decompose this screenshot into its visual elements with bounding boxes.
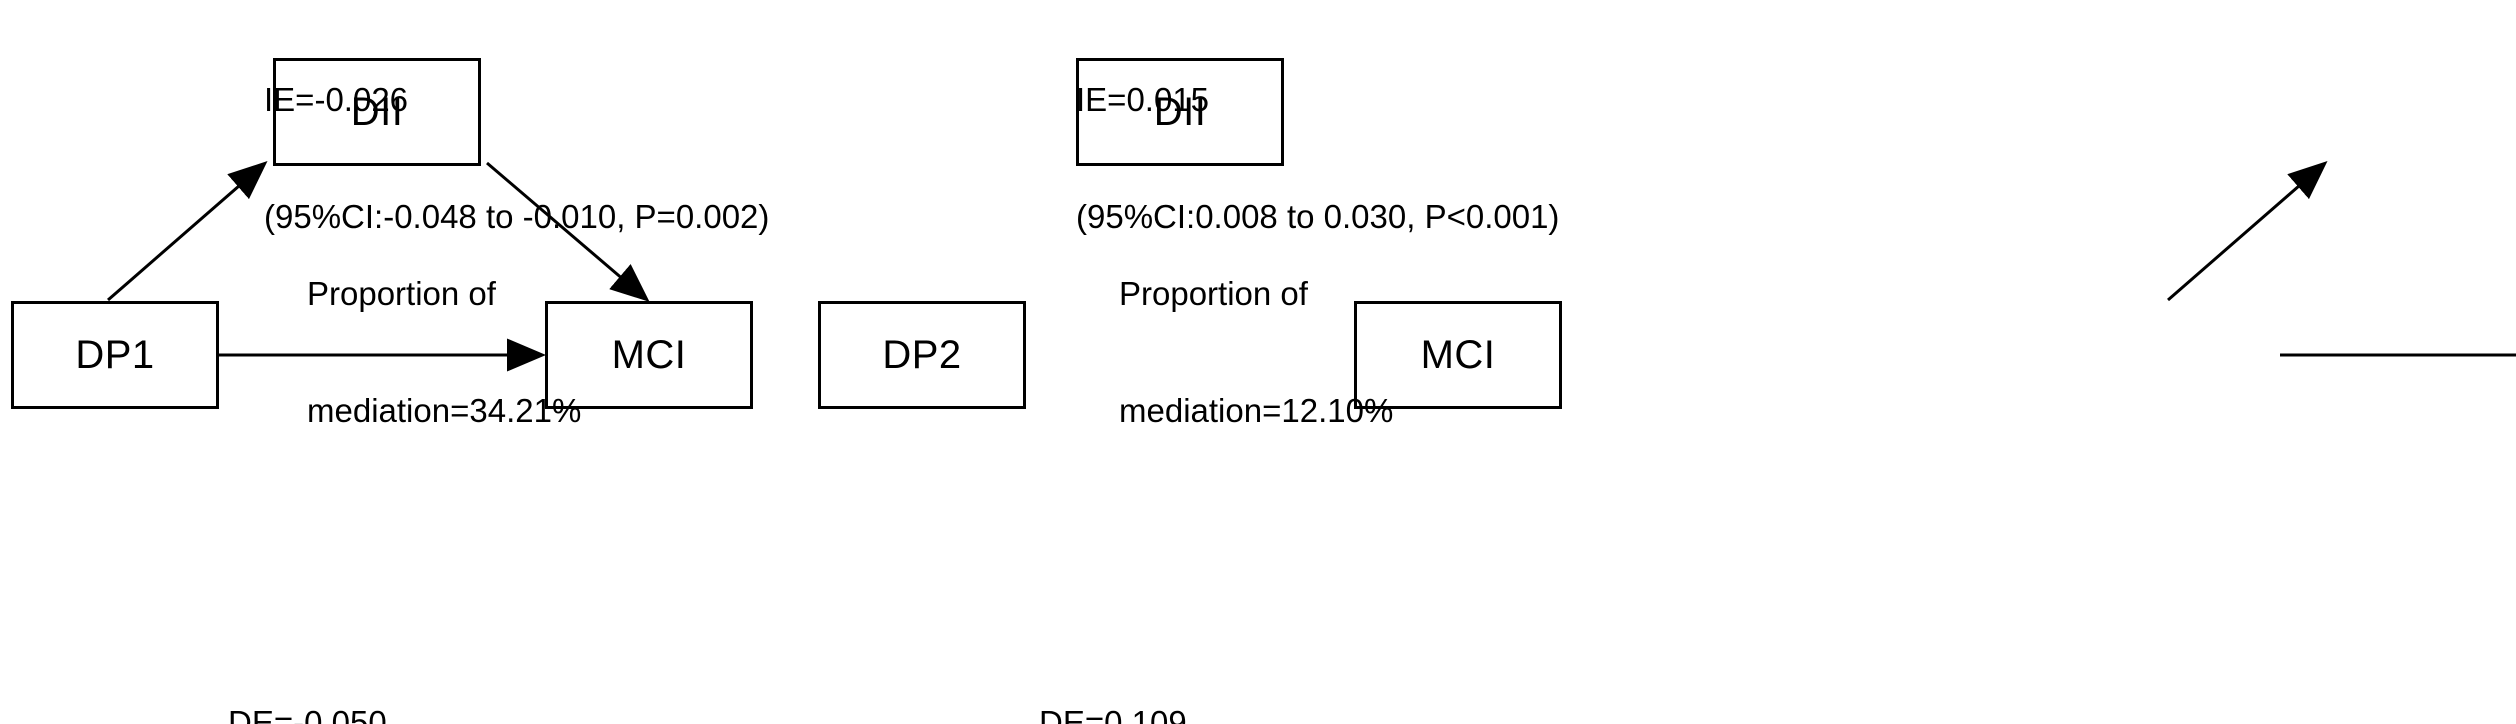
direct-effect-label: DE=0.109 (95%CI:0.074 to 0.150, P<0.001) (1039, 625, 1522, 724)
arrow-mediator-to-outcome (486, 161, 650, 302)
node-exposure-dp2[interactable]: DP2 (818, 301, 1026, 409)
indirect-effect-estimate: IE=0.015 (1076, 81, 1210, 118)
indirect-effect-ci: (95%CI:-0.048 to -0.010, P=0.002) (264, 198, 770, 235)
proportion-of-mediation-label: Proportion of mediation=34.21% (307, 196, 581, 508)
proportion-line-2: mediation=12.10% (1119, 392, 1394, 429)
node-outcome-mci[interactable]: MCI (1354, 301, 1562, 409)
node-exposure-dp1[interactable]: DP1 (11, 301, 219, 409)
node-outcome-label: MCI (1420, 333, 1496, 377)
direct-effect-estimate: DE=0.109 (1039, 704, 1187, 724)
node-exposure-label: DP1 (75, 333, 155, 377)
direct-effect-estimate: DE=-0.050 (228, 704, 387, 724)
arrow-exposure-to-mediator (107, 161, 268, 302)
node-mediator-dii[interactable]: DII (273, 58, 481, 166)
node-exposure-label: DP2 (882, 333, 962, 377)
proportion-of-mediation-label: Proportion of mediation=12.10% (1119, 196, 1393, 508)
proportion-line-2: mediation=34.21% (307, 392, 582, 429)
proportion-line-1: Proportion of (1119, 275, 1308, 312)
indirect-effect-estimate: IE=-0.026 (264, 81, 409, 118)
path-arrows-left (107, 161, 650, 372)
node-outcome-mci[interactable]: MCI (545, 301, 753, 409)
node-mediator-dii[interactable]: DII (1076, 58, 1284, 166)
indirect-effect-ci: (95%CI:0.008 to 0.030, P<0.001) (1076, 198, 1560, 235)
node-mediator-label: DII (350, 90, 404, 134)
node-outcome-label: MCI (611, 333, 687, 377)
node-mediator-label: DII (1153, 90, 1207, 134)
mediation-panel-dp1: DII DP1 MCI IE=-0.026 (95%CI:-0.048 to -… (11, 2, 769, 724)
indirect-effect-label: IE=-0.026 (95%CI:-0.048 to -0.010, P=0.0… (264, 2, 769, 314)
direct-effect-label: DE=-0.050 (95%CI:-0.099 to -0.020, P=0.0… (228, 625, 733, 724)
indirect-effect-label: IE=0.015 (95%CI:0.008 to 0.030, P<0.001) (1076, 2, 1559, 314)
path-arrows-right (2167, 161, 2516, 357)
mediation-panel-dp2: DII DP2 MCI IE=0.015 (95%CI:0.008 to 0.0… (818, 0, 2516, 724)
arrow-exposure-to-mediator (2167, 161, 2328, 302)
proportion-line-1: Proportion of (307, 275, 496, 312)
